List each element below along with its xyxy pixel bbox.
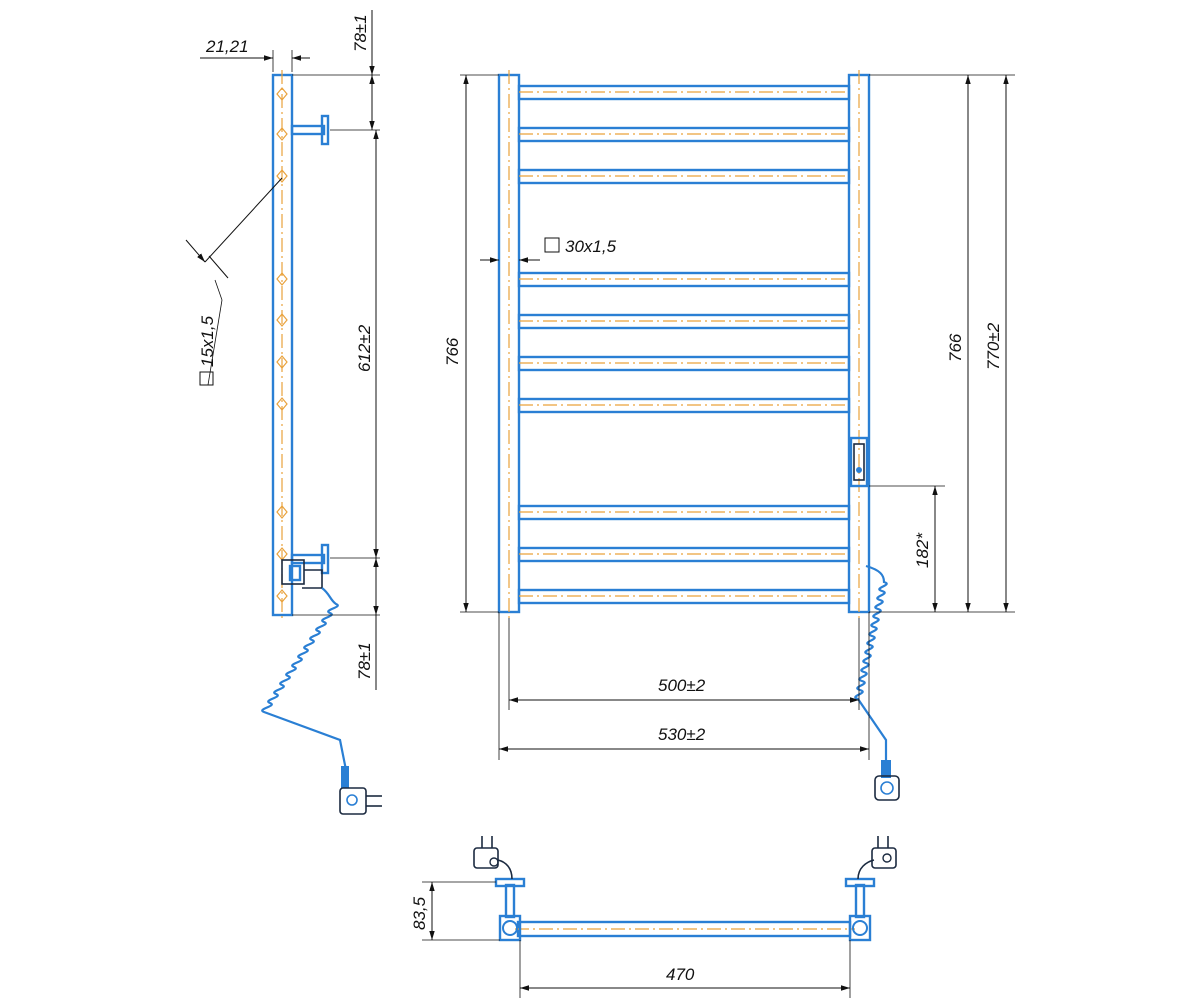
front-width-outer-label: 530±2: [658, 725, 706, 744]
plug-icon: [339, 766, 382, 815]
side-top-offset-label: 78±1: [351, 14, 370, 52]
top-view: [422, 836, 897, 998]
front-height-total-label: 770±2: [984, 322, 1003, 370]
side-view: [185, 10, 382, 815]
heater-element-icon: [849, 436, 869, 488]
square-profile-icon: [199, 371, 214, 386]
side-bottom-offset-label: 78±1: [355, 642, 374, 680]
coiled-cable-icon: [854, 564, 888, 765]
wall-bracket-icon: [290, 114, 330, 146]
top-width-label: 470: [666, 965, 695, 984]
side-depth-label: 21,21: [205, 37, 249, 56]
side-profile-label: 15x1,5: [198, 315, 217, 367]
front-height-left-label: 766: [443, 337, 462, 366]
plug-icon: [857, 836, 897, 880]
front-width-inner-label: 500±2: [658, 676, 706, 695]
plug-icon: [874, 760, 900, 801]
side-mount-spacing-label: 612±2: [355, 324, 374, 372]
heater-element-icon: [281, 543, 330, 589]
front-profile-label: 30x1,5: [565, 237, 617, 256]
wall-bracket-icon: [844, 877, 876, 942]
front-height-right-label: 766: [946, 333, 965, 362]
square-profile-icon: [544, 237, 560, 253]
rung-sections: [276, 87, 288, 603]
wall-bracket-icon: [494, 877, 526, 942]
front-heater-height-label: 182*: [913, 532, 932, 568]
front-view: [460, 70, 1015, 801]
top-wall-distance-label: 83,5: [410, 896, 429, 930]
coiled-cable-icon: [261, 587, 348, 771]
rungs: [517, 84, 851, 605]
plug-icon: [473, 836, 513, 880]
